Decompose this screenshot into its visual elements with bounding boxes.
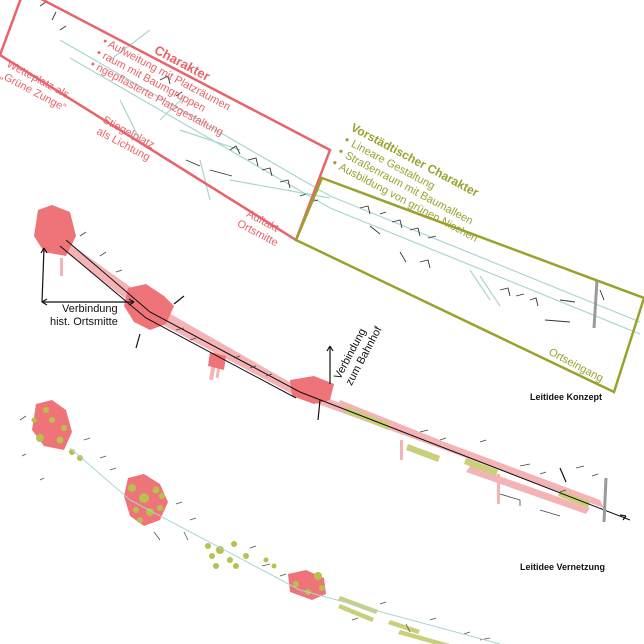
olive-zone-frame bbox=[294, 176, 644, 394]
auftakt-label: Auftakt Ortsmitte bbox=[235, 208, 281, 249]
net-plaza-wetteplatz bbox=[32, 400, 72, 450]
network-street bbox=[69, 447, 501, 644]
concept-ortseingang-marker bbox=[602, 477, 608, 523]
ortseingang-marker bbox=[592, 279, 599, 329]
olive-zone-text: Vorstädtischer Charakter Lineare Gestalt… bbox=[333, 120, 481, 245]
concept-plan: Verbindung hist. Ortsmitte Verbindung zu… bbox=[34, 205, 631, 523]
arrow-ortsmitte-vertical bbox=[41, 247, 45, 303]
concept-title: Leitidee Konzept bbox=[530, 392, 602, 402]
network-trees bbox=[31, 407, 325, 595]
verbindung-ortsmitte-line-1: Verbindung bbox=[62, 303, 118, 315]
ortseingang-label: Ortseingang bbox=[547, 346, 606, 385]
concept-route-lines bbox=[59, 239, 631, 521]
building-outlines bbox=[39, 1, 605, 323]
olive-bullet-dot-2 bbox=[339, 149, 343, 153]
stiegelplatz-label: Stiegelplatz als Lichtung bbox=[94, 114, 156, 164]
concept-green-strip-3 bbox=[464, 458, 498, 476]
concept-green-strip-2 bbox=[406, 444, 440, 462]
top-plan: Charakter • Aufweitung mit Platzräumen •… bbox=[0, 0, 644, 394]
wetteplatz-label: Wetteplatz als „Grüne Zunge“ bbox=[0, 58, 71, 114]
network-title: Leitidee Vernetzung bbox=[520, 562, 605, 572]
red-zone-frame bbox=[0, 0, 332, 242]
verbindung-ortsmitte-line-2: hist. Ortsmitte bbox=[50, 316, 118, 328]
network-plan: Leitidee Vernetzung bbox=[19, 400, 605, 644]
olive-bullet-dot-1 bbox=[345, 138, 349, 142]
verbindung-bahnhof-label: Verbindung zum Bahnhof bbox=[332, 324, 385, 388]
network-green-strips bbox=[338, 596, 450, 644]
concept-green-strip-4 bbox=[558, 490, 590, 508]
plaza-small bbox=[208, 352, 226, 370]
concept-plazas bbox=[34, 205, 334, 404]
olive-bullet-dot-3 bbox=[333, 161, 337, 165]
network-buildings bbox=[19, 415, 491, 641]
plaza-wetteplatz bbox=[34, 205, 76, 256]
concept-band-segment-2 bbox=[338, 400, 440, 446]
plaza-bahnhof bbox=[290, 376, 334, 404]
concept-arrows bbox=[40, 247, 627, 521]
concept-street-band bbox=[58, 238, 604, 508]
network-plazas bbox=[32, 400, 326, 600]
concept-buildings bbox=[79, 231, 599, 517]
